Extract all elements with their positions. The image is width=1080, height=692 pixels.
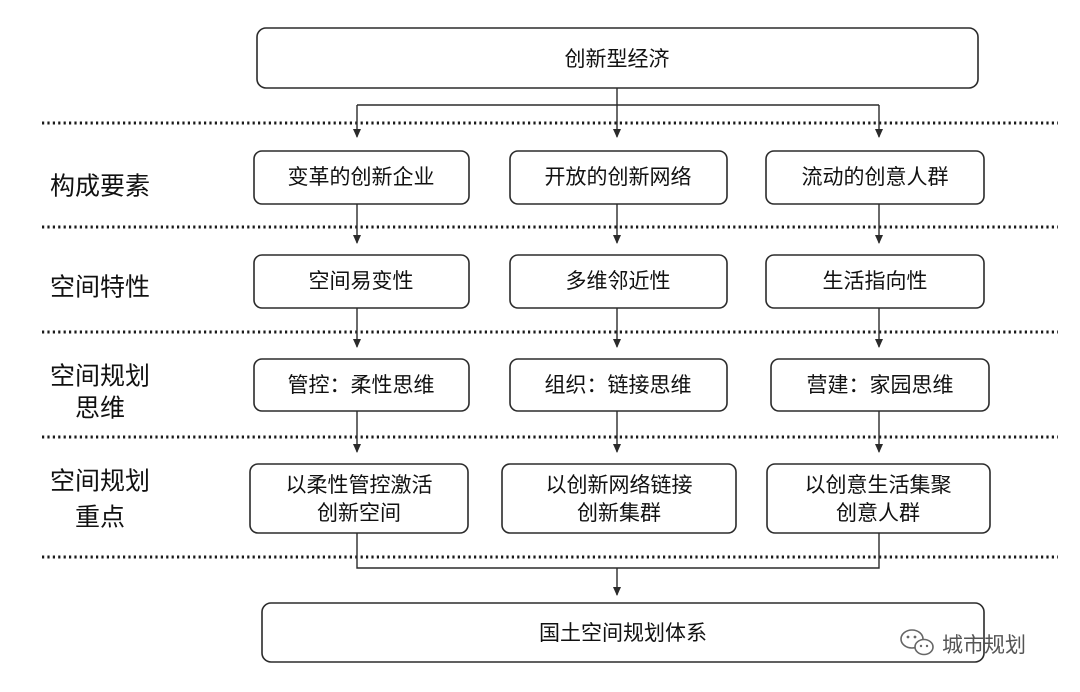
svg-text:流动的创意人群: 流动的创意人群 (802, 165, 949, 189)
row-label-planning-thinking-line2: 思维 (75, 394, 125, 423)
box-row4-col1: 以柔性管控激活 创新空间 (249, 463, 469, 534)
row-label-composition: 构成要素 (50, 172, 150, 201)
box-row1-col1: 变革的创新企业 (253, 150, 470, 205)
box-row3-col3: 营建：家园思维 (770, 358, 990, 412)
row-label-planning-focus-line2: 重点 (75, 503, 125, 532)
svg-text:空间易变性: 空间易变性 (309, 269, 414, 293)
box-row2-col2: 多维邻近性 (509, 254, 728, 309)
top-box: 创新型经济 (256, 27, 979, 89)
row-connectors (353, 204, 883, 453)
box-row2-col3: 生活指向性 (765, 254, 985, 309)
top-connector (353, 88, 883, 138)
top-box-label: 创新型经济 (565, 47, 670, 71)
box-row4-col2: 以创新网络链接 创新集群 (501, 463, 737, 534)
svg-text:多维邻近性: 多维邻近性 (566, 269, 671, 293)
svg-text:组织：链接思维: 组织：链接思维 (545, 373, 692, 397)
svg-text:创新集群: 创新集群 (577, 501, 661, 525)
box-row3-col1: 管控：柔性思维 (253, 358, 470, 412)
svg-text:以柔性管控激活: 以柔性管控激活 (286, 473, 433, 497)
svg-text:创意人群: 创意人群 (836, 501, 920, 525)
box-row3-col2: 组织：链接思维 (509, 358, 728, 412)
bottom-box: 国土空间规划体系 (261, 602, 985, 663)
box-row1-col2: 开放的创新网络 (509, 150, 728, 205)
watermark-text: 城市规划 (942, 633, 1026, 657)
svg-text:创新空间: 创新空间 (317, 501, 401, 525)
svg-text:开放的创新网络: 开放的创新网络 (545, 165, 692, 189)
box-row2-col1: 空间易变性 (253, 254, 470, 309)
svg-text:营建：家园思维: 营建：家园思维 (807, 373, 954, 397)
bottom-connector (356, 533, 880, 596)
row-label-planning-thinking: 空间规划 (50, 362, 150, 391)
box-row4-col3: 以创意生活集聚 创意人群 (766, 463, 991, 534)
svg-text:生活指向性: 生活指向性 (823, 269, 928, 293)
bottom-box-label: 国土空间规划体系 (539, 621, 707, 645)
svg-text:以创新网络链接: 以创新网络链接 (546, 473, 693, 497)
svg-text:管控：柔性思维: 管控：柔性思维 (288, 373, 435, 397)
svg-text:变革的创新企业: 变革的创新企业 (288, 165, 435, 189)
wechat-icon (900, 629, 934, 656)
row-label-spatial-features: 空间特性 (50, 273, 150, 302)
svg-text:以创意生活集聚: 以创意生活集聚 (805, 473, 952, 497)
watermark: 城市规划 (900, 629, 1026, 657)
box-row1-col3: 流动的创意人群 (765, 150, 985, 205)
row-label-planning-focus: 空间规划 (50, 467, 150, 496)
